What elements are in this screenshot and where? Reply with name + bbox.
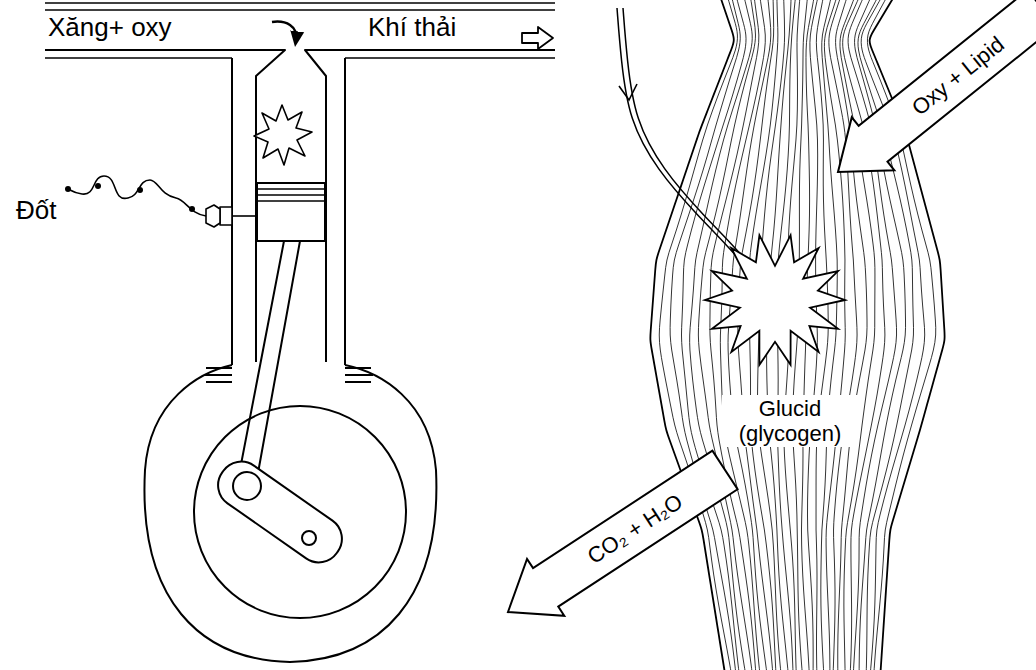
engine-drawing-part [204,368,232,382]
exhaust-label: Khí thải [368,13,456,43]
flow-arrow [817,0,1036,198]
engine-drawing-part [65,186,71,192]
engine-drawing-part [345,368,373,382]
engine-drawing-part [137,187,143,193]
muscle-outline [650,0,733,670]
intake-label: Xăng+ oxy [48,13,172,43]
engine-drawing-part [233,472,261,500]
engine-drawing-part [302,531,316,545]
engine-drawing-part [345,57,555,59]
engine-drawing-part [45,50,285,362]
engine-drawing-part [257,188,325,190]
engine-drawing-part [305,50,555,362]
flow-arrow-shape [817,0,1036,198]
nerve-line [623,8,773,295]
flow-arrow [489,442,743,641]
engine-drawing-part [220,207,232,225]
fuel-store-label: Glucid (glycogen) [722,395,858,448]
engine-drawing-part-part [209,453,350,571]
flow-arrows [489,0,1036,640]
engine-drawing-part [206,205,220,227]
engine-drawing-part [209,453,350,571]
engine-drawing-part [66,176,206,216]
engine-drawing-part [194,406,406,618]
engine-drawing-part [189,206,195,212]
muscle-fiber [681,0,746,670]
engine-drawing-part [45,9,555,11]
burst-symbol [705,235,845,365]
nerve-line [617,8,767,295]
engine-drawing-part [344,58,346,365]
engine-drawing-part [238,241,300,484]
engine-drawing-part [272,22,296,40]
engine-drawing-part [45,57,232,59]
engine-drawing-part [95,183,101,189]
engine-drawing-part [144,365,436,662]
engine-drawing [45,3,555,662]
input-label: Oxy + Lipid [906,31,1008,120]
muscle-fiber [829,0,857,670]
output-label: CO₂ + H₂O [583,488,687,568]
engine-drawing-part [522,27,553,49]
engine-drawing-part [45,2,555,4]
engine-drawing-part [257,200,325,202]
engine-drawing-part [257,183,325,241]
ignition-label: Đốt [16,196,56,226]
muscle-fiber [840,0,875,670]
engine-drawing-part [232,215,256,217]
nerve-arrow [619,84,637,100]
flow-arrow-shape [489,442,743,641]
muscle-fiber [670,0,740,670]
engine-drawing-part [254,105,312,165]
engine-drawing-part [257,194,325,196]
